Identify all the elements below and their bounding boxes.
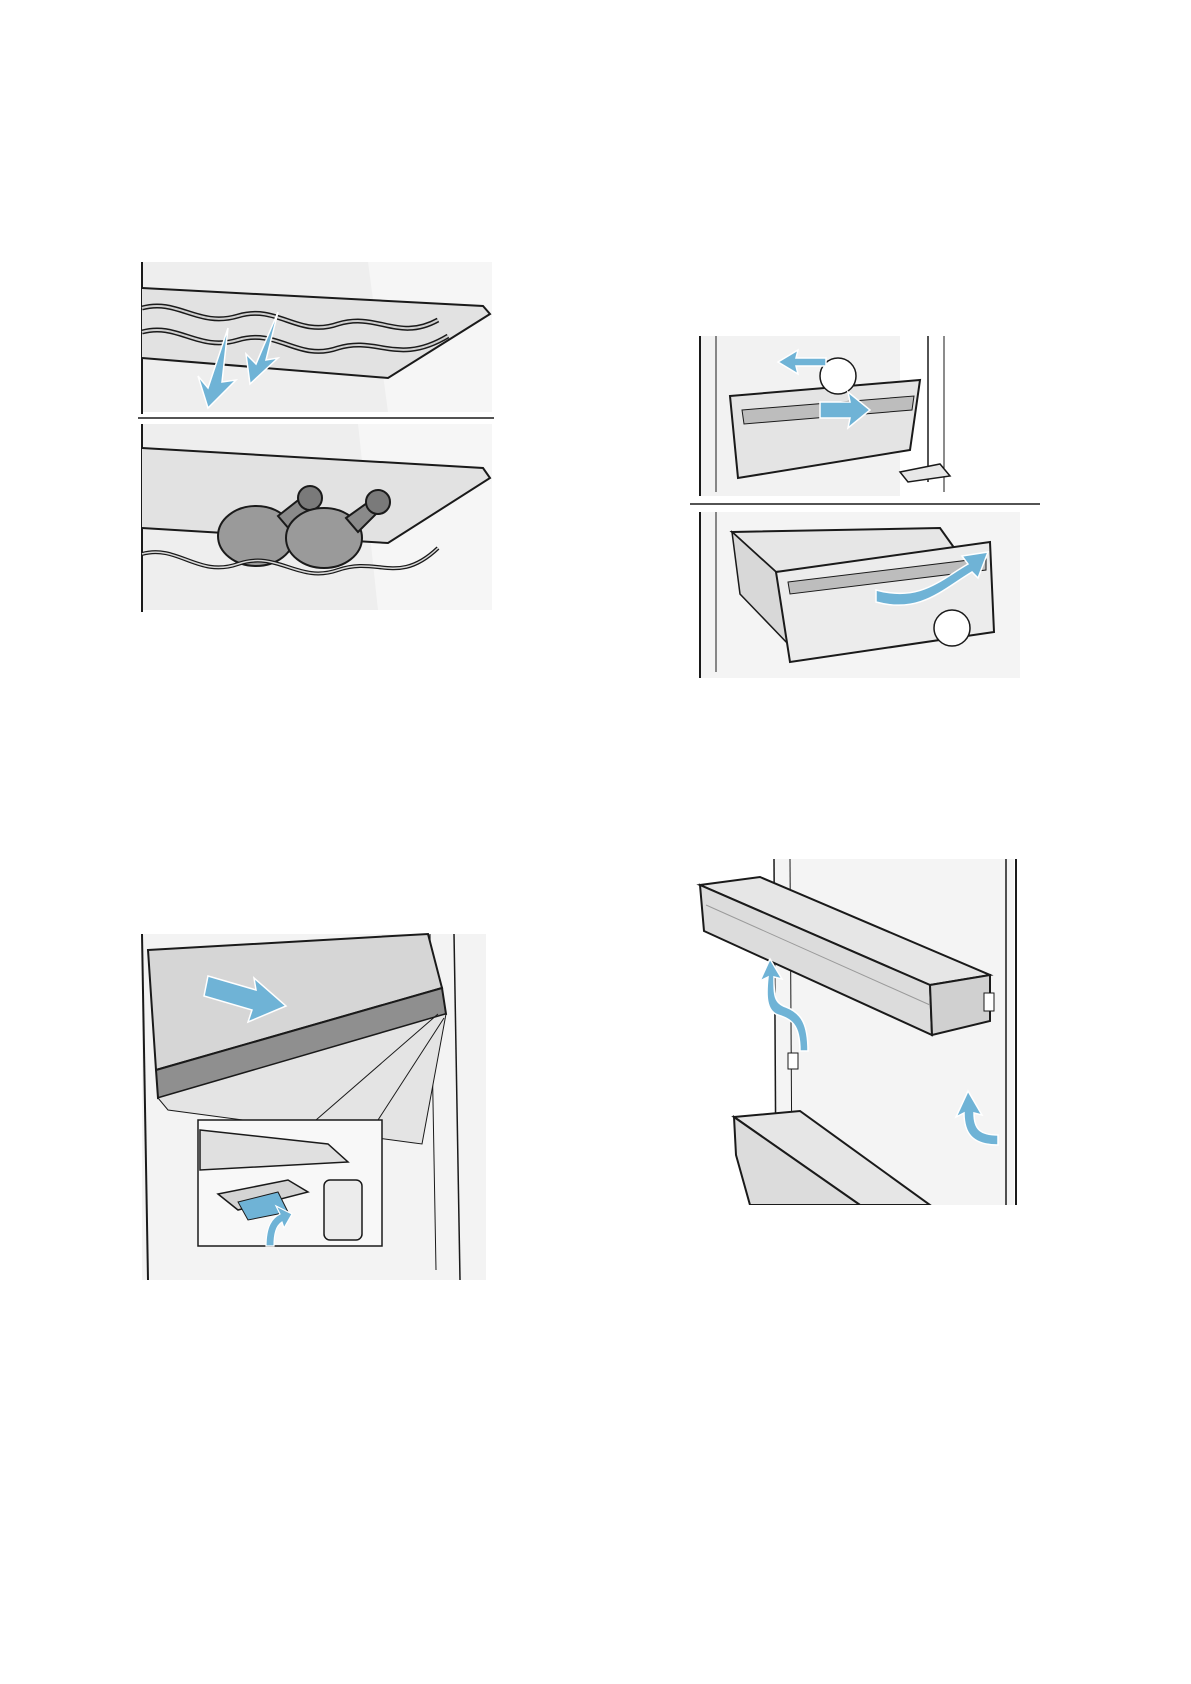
shelf-removal-illustration (138, 930, 490, 1282)
wine-rack-step-2-panel (142, 424, 492, 612)
drawer-removal-drawing (690, 332, 1040, 678)
wine-rack-step-1-panel (138, 262, 494, 418)
step-marker-icon (934, 610, 970, 646)
door-rack-removal-illustration (690, 855, 1042, 1205)
detail-inset (198, 1120, 382, 1246)
drawer-step-1-panel (690, 336, 1040, 504)
door-rack-removal-drawing (690, 855, 1042, 1205)
drawer-step-2-panel (700, 512, 1020, 678)
drawer-removal-illustration (690, 332, 1040, 678)
wine-rack-drawing (138, 258, 494, 614)
shelf-removal-drawing (138, 930, 490, 1282)
wine-rack-illustration (138, 258, 494, 614)
